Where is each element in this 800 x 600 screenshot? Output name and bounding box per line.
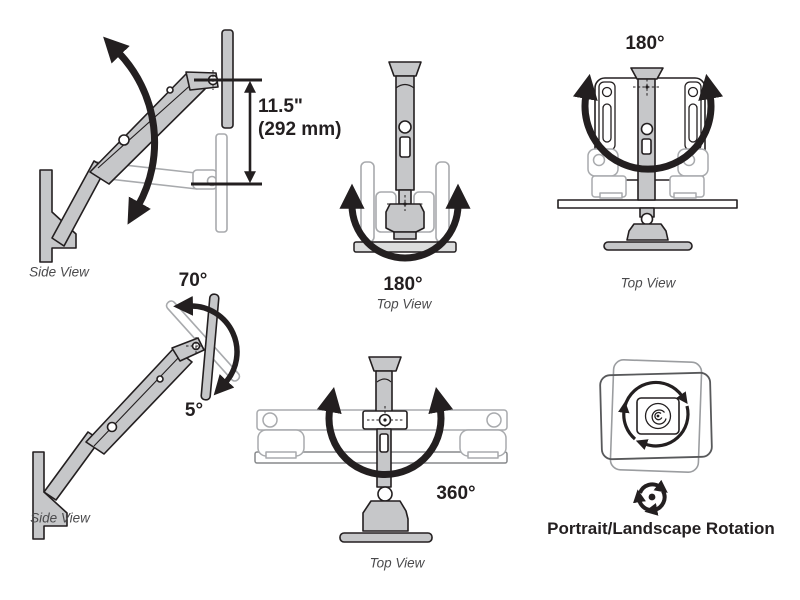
swivel-figure [557,67,738,251]
rotation-badge-icon [633,479,668,516]
landscape-frame [599,371,713,461]
lift-dimension-arrow-icon [191,78,262,186]
rotate360-angle-label: 360° [436,483,476,504]
tilt-forward-angle-label: 5° [184,400,204,421]
pan-caption: Top View [376,296,432,312]
tilt-figure [32,293,241,540]
tilt-caption: Side View [30,510,90,526]
swivel-arc-arrow-icon [572,73,724,173]
rotate360-caption: Top View [369,555,425,571]
portrait-landscape-caption: Portrait/Landscape Rotation [547,519,775,538]
lift-dimension-inches-label: 11.5" [258,96,303,117]
tilt-back-angle-label: 70° [178,270,208,291]
lift-swing-arrow-icon [103,36,159,225]
swivel-angle-label: 180° [625,33,665,54]
lift-dimension-mm-label: (292 mm) [258,119,342,140]
rotation-cycle-arrows-icon [618,380,690,451]
swivel-caption: Top View [620,275,676,291]
rotate360-figure [254,356,508,543]
lift-caption: Side View [29,264,89,280]
pan-arc-arrow-icon [339,183,471,262]
rotate360-arc-arrow-icon [316,386,454,479]
tilt-arc-arrow-icon [173,296,240,396]
pan-angle-label: 180° [383,274,423,295]
pan-figure [353,61,457,253]
portrait-frame [609,359,703,473]
swirl-icon [651,409,667,425]
portrait-landscape-icon [599,359,713,473]
lift-figure [39,29,234,263]
